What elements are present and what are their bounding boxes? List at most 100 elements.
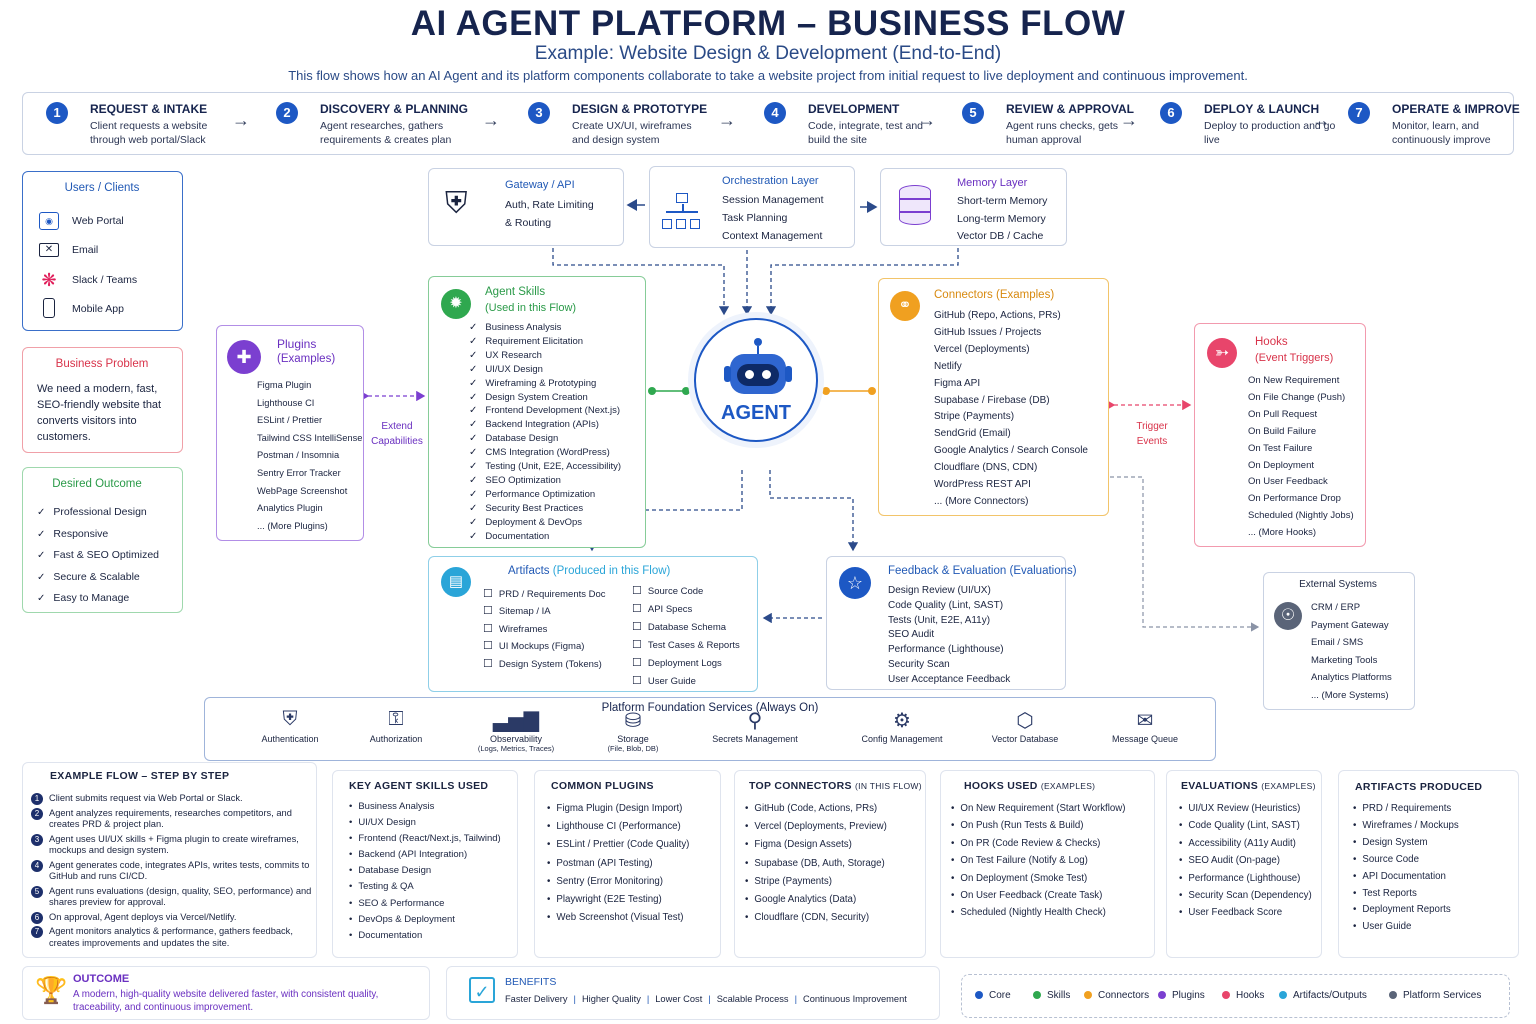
list-item: Performance (Lighthouse): [1179, 870, 1312, 887]
list-item: On Deployment (Smoke Test): [951, 870, 1126, 887]
list-item: Marketing Tools: [1311, 654, 1378, 666]
foundation-item-3[interactable]: ▃▅▇Observability(Logs, Metrics, Traces): [466, 708, 566, 753]
foundation-item-5[interactable]: ⚲Secrets Management: [705, 708, 805, 744]
list-item: ... (More Connectors): [934, 495, 1029, 507]
plugins-subtitle: (Examples): [277, 353, 336, 365]
list-item: Lighthouse CI (Performance): [547, 818, 689, 836]
list-item: Testing (Unit, E2E, Accessibility): [469, 460, 621, 474]
flow-step-text: Agent uses UI/UX skills + Figma plugin t…: [49, 833, 299, 856]
foundation-item-1[interactable]: ⛨Authentication: [240, 708, 340, 744]
orchestration-title: Orchestration Layer: [722, 175, 819, 187]
foundation-item-6[interactable]: ⚙ Config Management: [852, 708, 952, 744]
list-item: Analytics Platforms: [1311, 672, 1392, 684]
checkbox-icon: ✓: [469, 977, 495, 1003]
step-description: Agent researches, gathers requirements &…: [320, 120, 452, 146]
connectors-list: GitHub (Repo, Actions, PRs)GitHub Issues…: [934, 308, 1088, 511]
list-item: Web Screenshot (Visual Test): [547, 909, 689, 927]
feedback-panel: ☆ Feedback & Evaluation (Evaluations) De…: [826, 556, 1077, 690]
legend-dot: [1084, 991, 1092, 1000]
hooks-used-list: On New Requirement (Start Workflow)On Pu…: [951, 800, 1126, 922]
step-title: OPERATE & IMPROVE: [1392, 102, 1520, 116]
list-item: Scheduled (Nightly Health Check): [951, 904, 1126, 921]
list-item: Database Design: [349, 863, 501, 879]
foundation-item-sub: (Logs, Metrics, Traces): [477, 744, 555, 753]
list-item: Database Schema: [632, 619, 740, 637]
artifacts-title-sub: (Produced in this Flow): [552, 565, 671, 577]
list-item: Tests (Unit, E2E, A11y): [888, 614, 991, 626]
users-item-email[interactable]: Email: [72, 244, 99, 256]
step-title: DEVELOPMENT: [808, 102, 900, 116]
list-item: Sentry (Error Monitoring): [547, 873, 689, 891]
list-item: User Feedback Score: [1179, 904, 1312, 921]
agent-skills-list: Business AnalysisRequirement Elicitation…: [469, 321, 621, 544]
foundation-item-label: Config Management: [861, 734, 943, 744]
desired-outcome-panel: Desired Outcome Professional DesignRespo…: [22, 467, 183, 613]
list-item: Documentation: [469, 530, 621, 544]
users-item-slack[interactable]: Slack / Teams: [72, 274, 138, 286]
artifacts-col-2: Source CodeAPI SpecsDatabase SchemaTest …: [632, 583, 740, 690]
flow-step-number: 4: [31, 859, 43, 872]
shield-icon: ⛨: [445, 187, 468, 220]
list-item: SEO & Performance: [349, 896, 501, 912]
connectors-title: Connectors (Examples): [934, 289, 1055, 301]
list-item: SEO Audit: [888, 629, 935, 641]
flow-step-number: 2: [31, 807, 43, 820]
foundation-item-4[interactable]: ⛁Storage(File, Blob, DB): [583, 708, 683, 753]
gear-icon: ⚙: [893, 710, 911, 732]
list-item: Performance (Lighthouse): [888, 644, 1004, 656]
foundation-item-label: Storage: [617, 734, 649, 744]
list-item: ESLint / Prettier (Code Quality): [547, 836, 689, 854]
foundation-item-label: Observability: [489, 734, 543, 744]
legend-label: Platform Services: [1403, 990, 1482, 1001]
list-item: SendGrid (Email): [934, 428, 1011, 440]
benefit-item: Continuous Improvement: [802, 994, 907, 1004]
step-title: DISCOVERY & PLANNING: [320, 102, 469, 116]
list-item: On New Requirement: [1248, 375, 1340, 386]
list-item: Postman / Insomnia: [257, 450, 340, 461]
arrow-right-icon: →: [1312, 110, 1330, 130]
list-item: On Push (Run Tests & Build): [951, 817, 1126, 834]
mobile-icon: [43, 298, 55, 318]
outcome-title: OUTCOME: [73, 973, 130, 985]
users-title: Users / Clients: [64, 182, 140, 194]
list-item: User Guide: [1353, 919, 1459, 936]
gateway-line-2: & Routing: [505, 217, 552, 229]
document-icon: ▤: [441, 567, 471, 597]
users-item-mobile-app[interactable]: Mobile App: [72, 303, 124, 315]
benefit-item: Higher Quality: [581, 994, 641, 1004]
top-connectors-panel: TOP CONNECTORS (IN THIS FLOW) GitHub (Co…: [734, 770, 926, 958]
hooks-used-title-main: HOOKS USED: [964, 780, 1038, 792]
list-item: On User Feedback: [1248, 476, 1328, 488]
list-item: DevOps & Deployment: [349, 912, 501, 928]
foundation-item-label: Message Queue: [1111, 734, 1179, 744]
list-item: Design System (Tokens): [483, 656, 606, 673]
step-number: 1: [46, 102, 68, 124]
orchestration-panel: Orchestration Layer Session Management T…: [649, 166, 855, 248]
list-item: Vercel (Deployments): [934, 343, 1030, 355]
list-item: Wireframes: [483, 621, 606, 638]
top-connectors-list: GitHub (Code, Actions, PRs)Vercel (Deplo…: [745, 800, 886, 927]
foundation-item-8[interactable]: ✉Message Queue: [1095, 708, 1195, 744]
foundation-item-7[interactable]: ⬡Vector Database: [975, 708, 1075, 744]
foundation-item-2[interactable]: ⚿Authorization: [346, 708, 446, 744]
gateway-title: Gateway / API: [505, 179, 575, 191]
top-connectors-title-main: TOP CONNECTORS: [749, 780, 852, 792]
step-description: Create UX/UI, wireframes and design syst…: [572, 120, 692, 146]
artifacts-title: Artifacts (Produced in this Flow): [508, 565, 670, 577]
users-item-web-portal[interactable]: Web Portal: [72, 215, 124, 227]
legend-item: Core: [975, 990, 1011, 1001]
orchestration-line-1: Session Management: [722, 194, 824, 206]
agent-core[interactable]: AGENT: [694, 318, 818, 442]
list-item: WebPage Screenshot: [257, 485, 348, 496]
legend-label: Skills: [1047, 990, 1071, 1001]
list-item: Wireframes / Mockups: [1353, 818, 1458, 835]
trophy-icon: 🏆: [35, 975, 68, 1005]
top-connectors-title: TOP CONNECTORS (IN THIS FLOW): [749, 780, 922, 792]
desired-outcome-title: Desired Outcome: [52, 478, 142, 490]
foundation-item-label: Authentication: [261, 734, 319, 744]
gateway-panel: ⛨ Gateway / API Auth, Rate Limiting & Ro…: [428, 168, 624, 246]
